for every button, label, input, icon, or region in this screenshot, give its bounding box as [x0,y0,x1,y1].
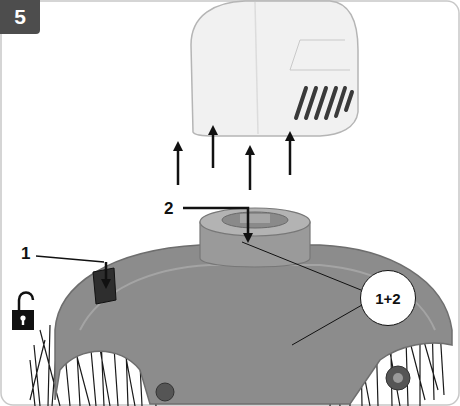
step-number: 5 [0,0,40,34]
callout-number: 2 [164,199,173,219]
node-text: 5 [14,5,26,29]
callout-circle: 1+2 [360,270,416,326]
node-text: 1+2 [375,290,400,307]
callout-number: 1 [21,244,30,264]
